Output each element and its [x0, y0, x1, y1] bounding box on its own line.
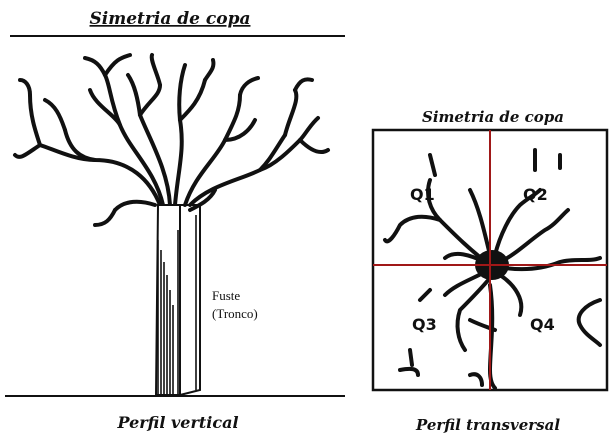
transverse-panel-caption: Perfil transversal [415, 416, 560, 434]
quadrant-q1-label: Q1 [410, 185, 435, 204]
vertical-panel-title: Simetria de copa [90, 9, 251, 29]
vertical-profile-panel: Simetria de copa [5, 9, 345, 432]
trunk-label: Fuste [212, 288, 240, 303]
transverse-panel-title: Simetria de copa [422, 108, 564, 126]
quadrant-q4-label: Q4 [530, 315, 555, 334]
vertical-panel-caption: Perfil vertical [116, 413, 238, 432]
quadrant-q3-label: Q3 [412, 315, 437, 334]
quadrant-q2-label: Q2 [523, 185, 548, 204]
tree-trunk [156, 205, 200, 395]
transverse-profile-panel: Simetria de copa [373, 108, 607, 434]
trunk-label-sub: (Tronco) [212, 306, 258, 321]
tree-crown [15, 55, 328, 225]
